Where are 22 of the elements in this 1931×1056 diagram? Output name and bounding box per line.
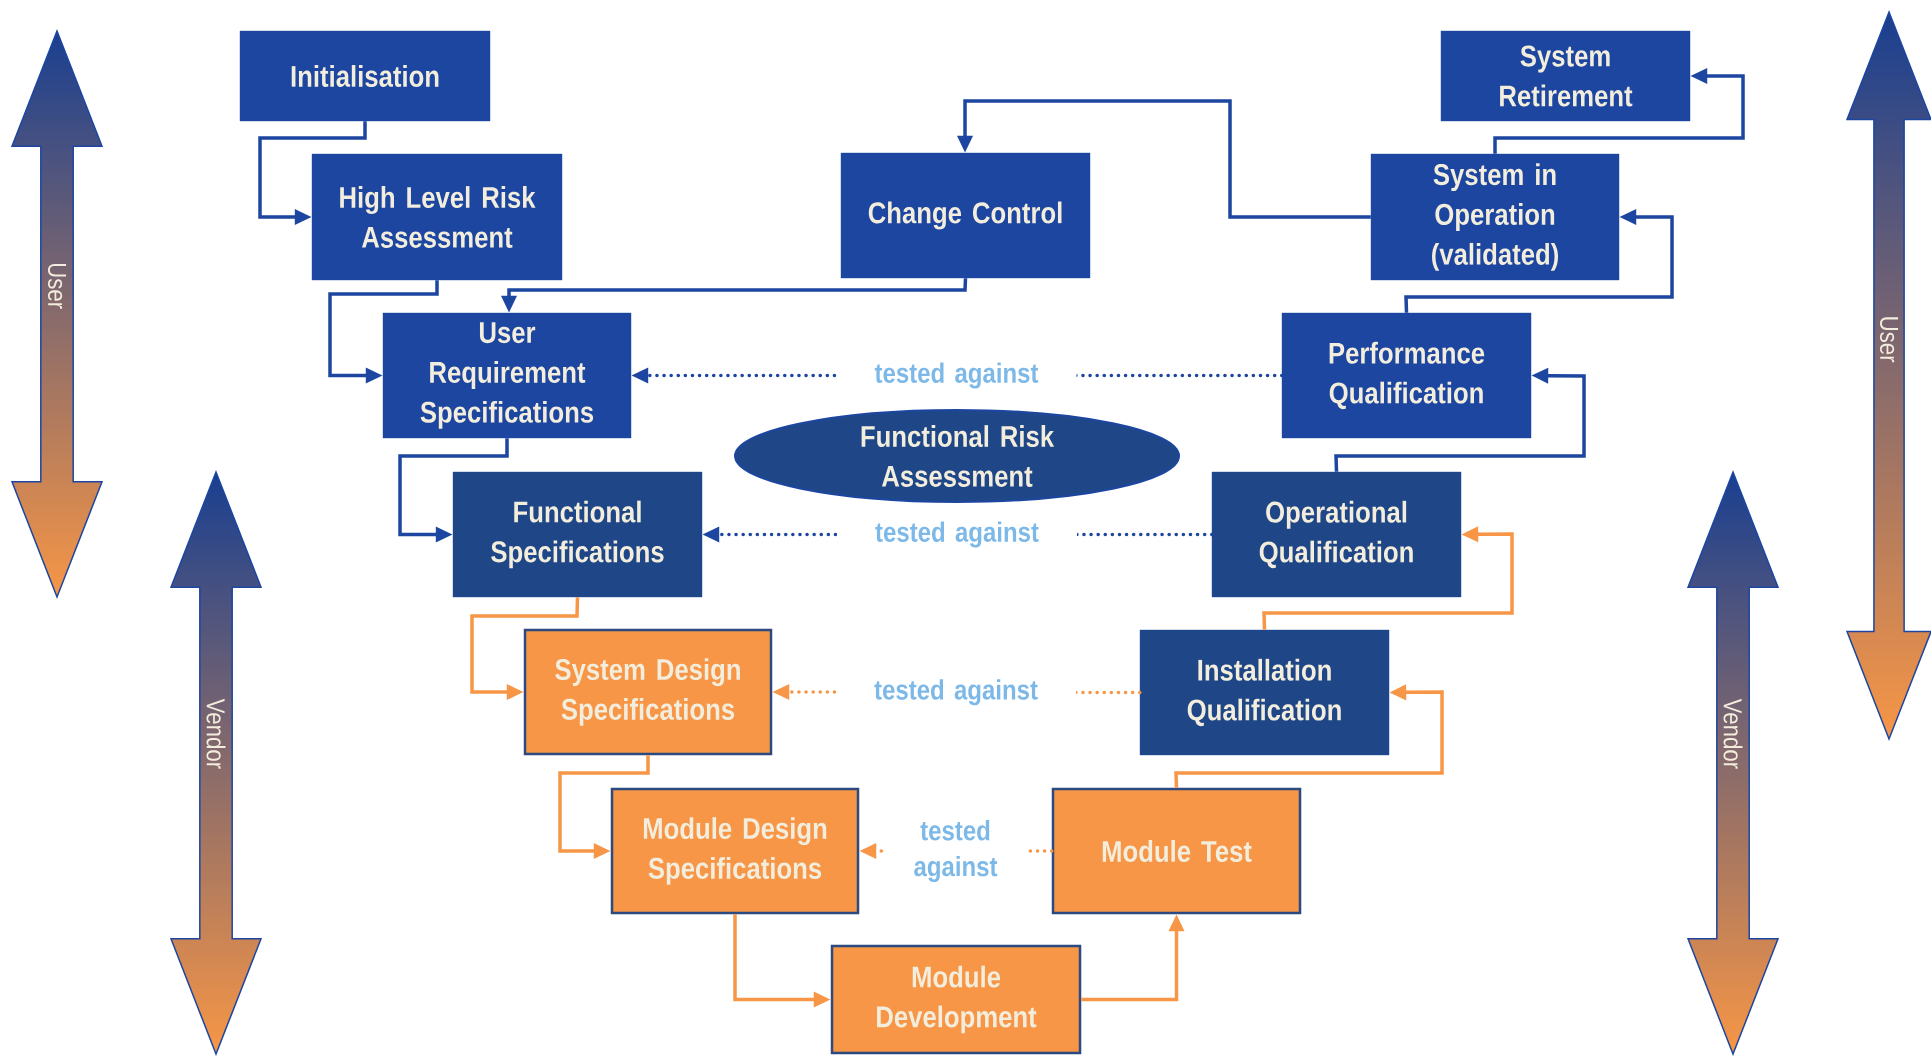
process-box: User Requirement Specifications [382, 312, 632, 439]
arrow-label: Vendor [206, 698, 226, 769]
arrow-label: User [1880, 317, 1899, 363]
arrow-label: Vendor [1723, 698, 1743, 769]
edge-label: tested against [837, 518, 1077, 551]
process-box: Module Development [830, 944, 1082, 1055]
process-box: Initialisation [239, 30, 491, 122]
edge-label: tested against [836, 359, 1077, 392]
process-box: System Retirement [1440, 30, 1691, 122]
process-box: Module Test [1051, 787, 1302, 915]
process-box: Performance Qualification [1281, 312, 1532, 439]
process-box: Functional Specifications [452, 471, 703, 598]
process-box: System in Operation (validated) [1370, 153, 1620, 281]
process-box: System Design Specifications [523, 628, 773, 756]
process-box: Module Design Specifications [610, 787, 860, 915]
edge-label: tested against [885, 817, 1026, 885]
process-box: Installation Qualification [1139, 629, 1390, 756]
process-box: Operational Qualification [1211, 471, 1462, 598]
process-box: High Level Risk Assessment [311, 153, 563, 281]
arrow-label: User [47, 263, 67, 309]
process-box: Change Control [840, 152, 1091, 279]
edge-label: tested against [836, 676, 1077, 709]
